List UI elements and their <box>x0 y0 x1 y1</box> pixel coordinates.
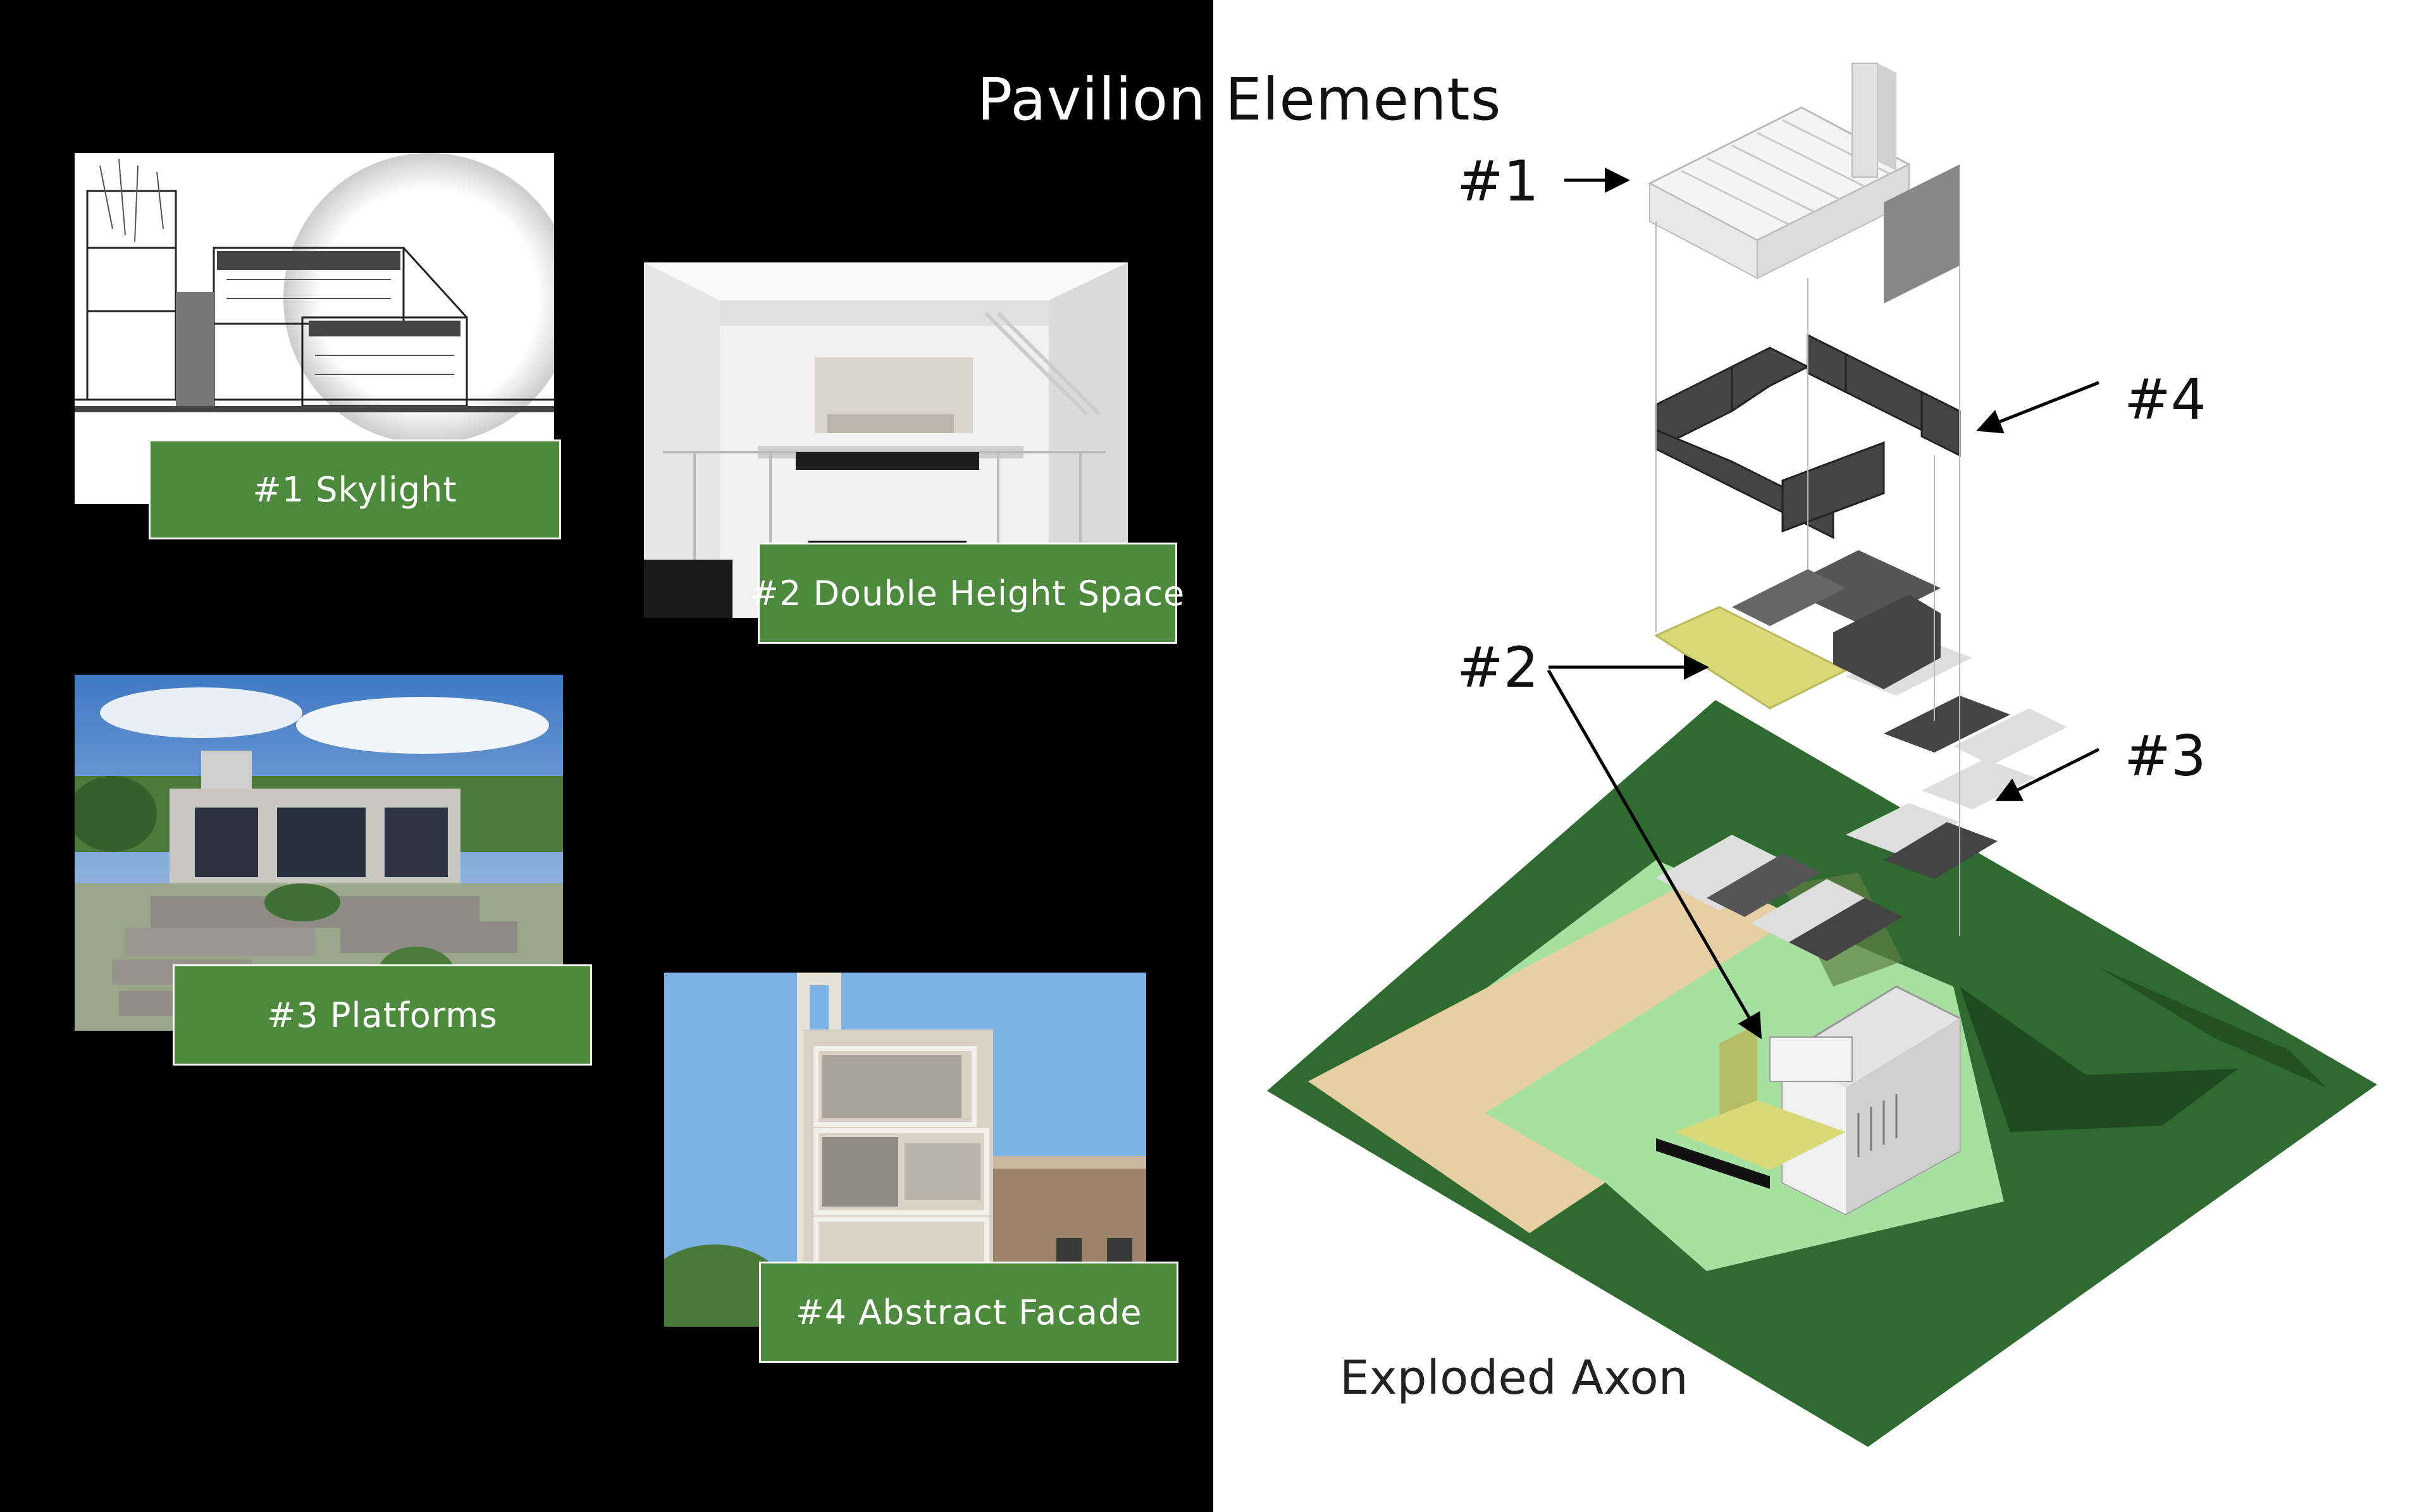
title-part-dark: Elements <box>1225 66 1502 133</box>
page-title: Pavilion Elements <box>977 71 1502 129</box>
callout-arrows <box>1547 168 2100 1040</box>
projection-lines <box>1655 221 1960 936</box>
ground-pavilion <box>1656 985 1961 1215</box>
caption-abstract-facade: #4 Abstract Facade <box>759 1262 1178 1363</box>
callout-label-3: #3 <box>2124 723 2206 789</box>
axon-caption: Exploded Axon <box>1340 1351 1688 1405</box>
caption-platforms: #3 Platforms <box>173 964 592 1066</box>
abstract-facade-photo <box>664 973 1146 1327</box>
caption-double-height-space: #2 Double Height Space <box>750 543 1184 644</box>
roof-skylight-layer <box>1647 63 1960 304</box>
caption-skylight: #1 Skylight <box>149 439 561 539</box>
exploded-axon-drawing <box>1267 63 2377 1447</box>
floor-plate-layer <box>1653 550 1941 710</box>
callout-label-4: #4 <box>2124 367 2206 432</box>
title-part-light: Pavilion <box>977 66 1225 133</box>
callout-label-1: #1 <box>1457 149 1539 214</box>
callout-label-2: #2 <box>1457 635 1539 700</box>
